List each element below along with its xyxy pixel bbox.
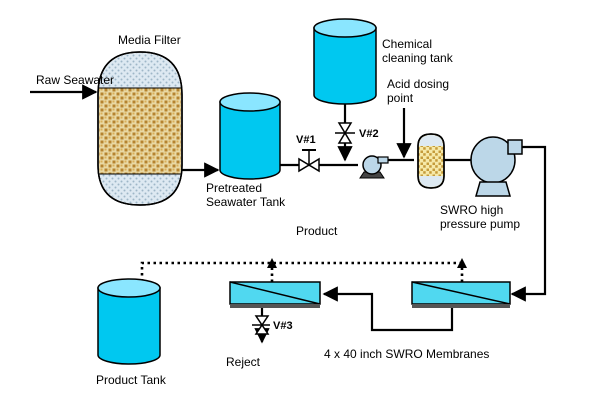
valve-v2-label: V#2 <box>359 128 379 140</box>
pretreated-seawater-tank <box>219 92 281 180</box>
acid-dosing-label-2: point <box>387 91 414 105</box>
pretreated-tank-label-1: Pretreated <box>206 181 262 195</box>
hp-discharge-pipe <box>510 145 547 302</box>
chemical-cleaning-tank <box>313 18 377 105</box>
acid-dosing-label-1: Acid dosing <box>387 77 449 91</box>
membranes-label: 4 x 40 inch SWRO Membranes <box>324 347 489 361</box>
gate-valve-icon[interactable] <box>335 122 355 144</box>
valve-v1-label: V#1 <box>296 134 316 146</box>
product-tank-label: Product Tank <box>96 373 167 387</box>
product-header-pipe <box>140 261 462 330</box>
reject-label: Reject <box>226 355 261 369</box>
concentrate-transfer-pipe <box>322 286 454 332</box>
media-filter <box>97 51 183 206</box>
product-label: Product <box>296 224 338 238</box>
hp-pump-label-1: SWRO high <box>440 203 503 217</box>
chemical-tank-label-1: Chemical <box>382 37 432 51</box>
permeate-arrow-1 <box>267 258 277 268</box>
gate-valve-icon[interactable] <box>252 315 270 335</box>
valve-v3-label: V#3 <box>273 320 293 332</box>
booster-pump-icon <box>359 155 389 179</box>
media-filter-label: Media Filter <box>118 33 181 47</box>
raw-seawater-label: Raw Seawater <box>36 73 114 87</box>
swro-membrane-2 <box>411 281 511 308</box>
product-tank <box>97 278 161 365</box>
high-pressure-pump-icon <box>470 136 523 197</box>
hp-pump-label-2: pressure pump <box>440 217 520 231</box>
chemical-tank-label-2: cleaning tank <box>382 51 454 65</box>
swro-membrane-1 <box>229 281 321 308</box>
gate-valve-icon[interactable] <box>298 149 320 173</box>
cartridge-filter-icon <box>417 133 445 189</box>
pretreated-tank-label-2: Seawater Tank <box>206 195 286 209</box>
